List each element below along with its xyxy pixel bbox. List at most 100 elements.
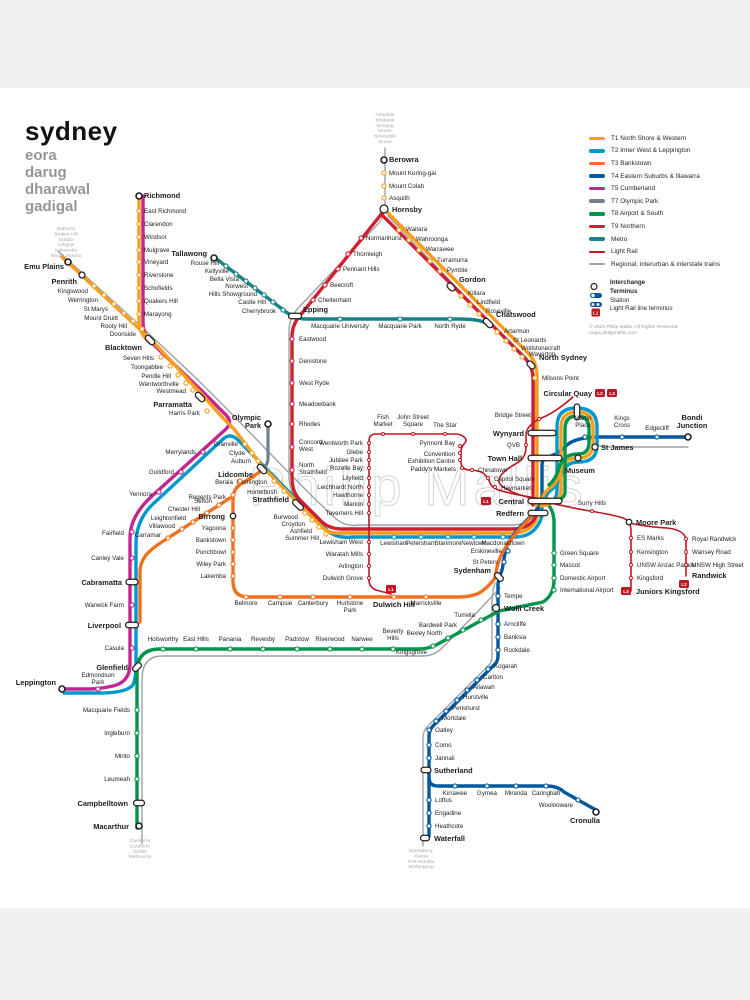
station-marker bbox=[129, 645, 135, 651]
station-label: Woolooware bbox=[539, 802, 574, 809]
station-jubilee-park: Jubilee Park bbox=[329, 457, 371, 464]
station-label: St James bbox=[601, 443, 633, 452]
station-marker bbox=[367, 564, 371, 568]
station-marker bbox=[416, 247, 422, 253]
interchange-marker bbox=[574, 454, 582, 462]
line-t1-north-shore bbox=[383, 208, 539, 507]
station-toongabbie: Toongabbie bbox=[131, 363, 173, 371]
station-marker bbox=[367, 441, 371, 445]
station-penshurst: Penshurst bbox=[443, 705, 480, 714]
station-central: Central bbox=[499, 497, 563, 506]
station-leppington: Leppington bbox=[16, 678, 66, 693]
station-marker bbox=[654, 434, 660, 440]
station-cabramatta: Cabramatta bbox=[81, 578, 139, 587]
station-marker bbox=[575, 797, 581, 803]
station-marker bbox=[165, 535, 171, 541]
station-label: Riverwood bbox=[315, 636, 345, 643]
station-pendle-hill: Pendle Hill bbox=[141, 372, 181, 380]
legend-line-label: T9 Northern bbox=[611, 222, 646, 230]
station-hills-showground: Hills Showground bbox=[209, 291, 267, 298]
station-label: Wansey Road bbox=[692, 549, 731, 556]
station-wentworthville: Wentworthville bbox=[139, 380, 189, 388]
station-petersham: Petersham bbox=[406, 534, 436, 547]
station-turrella: Turrella bbox=[454, 612, 484, 623]
station-marker bbox=[367, 485, 371, 489]
station-marker bbox=[134, 776, 140, 782]
line-loop-green bbox=[547, 414, 591, 505]
legend-item: T7 Olympic Park bbox=[589, 195, 747, 208]
terminus-marker bbox=[64, 258, 72, 266]
station-paddy-s-markets: Paddy's Markets bbox=[410, 466, 464, 473]
station-label: Hornsby bbox=[392, 205, 423, 214]
station-label: Richmond bbox=[144, 191, 181, 200]
station-marker bbox=[543, 783, 549, 789]
station-marker bbox=[426, 823, 432, 829]
station-marker bbox=[427, 258, 433, 264]
station-marker bbox=[495, 593, 501, 599]
station-label: Canley Vale bbox=[91, 555, 124, 562]
station-marker bbox=[190, 519, 196, 525]
station-marker bbox=[443, 432, 447, 436]
station-unsw-high-street: UNSW High Street bbox=[684, 562, 744, 569]
station-marker bbox=[485, 666, 491, 672]
station-marker bbox=[551, 575, 557, 581]
station-marker bbox=[445, 635, 451, 641]
station-label: Canterbury bbox=[298, 600, 330, 607]
station-label: Berala bbox=[215, 479, 233, 486]
station-st-marys: St Marys bbox=[84, 301, 117, 313]
legend-line-label: T3 Bankstown bbox=[611, 159, 652, 167]
station-marker bbox=[629, 550, 633, 554]
legend-symbol-label: Station bbox=[610, 296, 630, 304]
station-label: Mount Kuring-gai bbox=[389, 170, 436, 177]
station-emu-plains: Emu Plains bbox=[24, 258, 72, 271]
station-mount-kuring-gai: Mount Kuring-gai bbox=[381, 170, 436, 177]
station-wynyard: Wynyard bbox=[493, 429, 557, 438]
station-label: Taverners Hill bbox=[326, 510, 363, 517]
legend-line-swatch bbox=[589, 263, 605, 266]
station-label: Leichhardt North bbox=[317, 484, 363, 491]
station-quakers-hill: Quakers Hill bbox=[136, 298, 178, 305]
station-marker bbox=[130, 318, 136, 324]
station-label: Merrylands bbox=[165, 449, 196, 456]
station-label: Mulgrave bbox=[144, 247, 170, 254]
station-marker bbox=[367, 476, 371, 480]
station-marker bbox=[458, 293, 464, 299]
station-label: Waratah Mills bbox=[326, 551, 363, 558]
station-marker bbox=[309, 517, 315, 523]
station-marker bbox=[470, 468, 474, 472]
station-label: Kingswood bbox=[58, 288, 89, 295]
station-ashfield: Ashfield bbox=[290, 524, 322, 535]
station-label: Allawah bbox=[473, 684, 495, 691]
station-marker bbox=[500, 534, 506, 540]
line-regional-southern bbox=[141, 587, 501, 845]
station-label: Edgecliff bbox=[645, 425, 669, 432]
station-hornsby: Hornsby bbox=[379, 204, 423, 214]
station-label: Kensington bbox=[637, 549, 669, 556]
station-label: Petersham bbox=[406, 540, 436, 547]
legend-item: T3 Bankstown bbox=[589, 157, 747, 170]
station-surry-hills: Surry Hills bbox=[578, 500, 606, 513]
copyright-line-2: maps.philipmallis.com bbox=[589, 331, 637, 337]
station-label: Central bbox=[499, 497, 524, 506]
station-label: Campbelltown bbox=[77, 799, 128, 808]
station-berowra: Berowra bbox=[380, 155, 419, 164]
station-marker bbox=[381, 170, 387, 176]
station-castle-hill: Castle Hill bbox=[238, 299, 276, 306]
station-como: Como bbox=[426, 742, 452, 749]
station-label: Yagoona bbox=[202, 525, 227, 532]
interchange-marker bbox=[287, 312, 303, 320]
station-marker bbox=[430, 643, 436, 649]
station-label: Wentworth Park bbox=[319, 440, 364, 447]
station-marker bbox=[270, 299, 276, 305]
station-redfern: Redfern bbox=[496, 509, 549, 518]
station-eastwood: Eastwood bbox=[289, 336, 327, 343]
station-marker bbox=[551, 562, 557, 568]
station-label: Glebe bbox=[346, 449, 363, 456]
station-marker bbox=[684, 537, 688, 541]
station-norwest: Norwest bbox=[225, 283, 258, 291]
station-marker bbox=[289, 421, 295, 427]
station-label: Moore Park bbox=[636, 518, 677, 527]
